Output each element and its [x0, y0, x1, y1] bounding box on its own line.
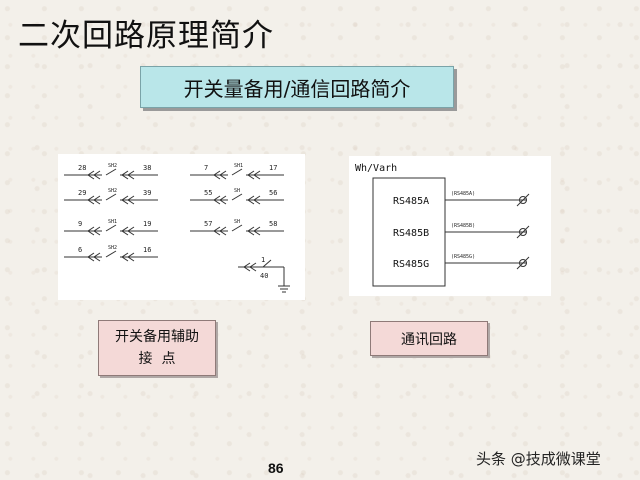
meter-header: Wh/Varh — [355, 163, 397, 174]
page-number: 86 — [268, 460, 284, 476]
contact-2-left-label: 29 — [78, 189, 86, 197]
page-title: 二次回路原理简介 — [18, 18, 274, 54]
contact-5-left-label: 7 — [204, 164, 208, 172]
port-b-terminal — [519, 228, 527, 236]
aux-caption-line1: 开关备用辅助 — [115, 329, 199, 345]
contact-4-right-label: 16 — [143, 246, 151, 254]
comm-loop-svg: Wh/Varh RS485A RS485B RS485G (RS485A) (R… — [355, 163, 530, 287]
port-g-terminal — [519, 259, 527, 267]
port-g-label: RS485G — [393, 259, 429, 270]
comm-caption-text: 通讯回路 — [401, 331, 457, 348]
port-a-tag: (RS485A) — [451, 191, 475, 197]
contact-row-5 — [190, 168, 284, 180]
contact-1-right-label: 38 — [143, 164, 151, 172]
contact-2-right-label: 39 — [143, 189, 151, 197]
contact-7-tag: SH — [234, 219, 240, 225]
aux-caption-line2: 接 点 — [138, 351, 176, 367]
contact-3-left-label: 9 — [78, 220, 82, 228]
contact-row-4 — [64, 250, 158, 262]
contact-5-right-label: 17 — [269, 164, 277, 172]
ground-bottom-label: 40 — [260, 272, 268, 280]
aux-contacts-svg: 28 SH2 38 29 SH2 39 9 SH1 19 6 SH2 16 7 … — [64, 163, 290, 293]
subtitle-text: 开关量备用/通信回路简介 — [183, 76, 411, 101]
contact-6-tag: SH — [234, 188, 240, 194]
contact-7-left-label: 57 — [204, 220, 212, 228]
contact-4-tag: SH2 — [108, 245, 117, 251]
comm-loop-caption: 通讯回路 — [370, 321, 488, 356]
aux-contacts-diagram: 28 SH2 38 29 SH2 39 9 SH1 19 6 SH2 16 7 … — [58, 154, 305, 300]
contact-row-3 — [64, 224, 158, 236]
contact-5-tag: SH1 — [234, 163, 243, 169]
contact-1-left-label: 28 — [78, 164, 86, 172]
port-b-tag: (RS485B) — [451, 223, 475, 229]
contact-2-tag: SH2 — [108, 188, 117, 194]
contact-4-left-label: 6 — [78, 246, 82, 254]
port-g-tag: (RS485G) — [451, 254, 475, 260]
subtitle-box: 开关量备用/通信回路简介 — [140, 66, 454, 108]
contact-7-right-label: 58 — [269, 220, 277, 228]
contact-6-right-label: 56 — [269, 189, 277, 197]
comm-loop-diagram: Wh/Varh RS485A RS485B RS485G (RS485A) (R… — [349, 156, 551, 296]
ground-contact — [238, 259, 290, 293]
contact-3-tag: SH1 — [108, 219, 117, 225]
contact-row-6 — [190, 193, 284, 205]
ground-top-label: 1 — [261, 256, 265, 264]
port-a-terminal — [519, 196, 527, 204]
watermark: 头条 @技成微课堂 — [476, 450, 601, 468]
contact-row-2 — [64, 193, 158, 205]
port-a-label: RS485A — [393, 196, 429, 207]
aux-contacts-caption: 开关备用辅助 接 点 — [98, 320, 216, 376]
port-b-label: RS485B — [393, 228, 429, 239]
contact-row-1 — [64, 168, 158, 180]
contact-1-tag: SH2 — [108, 163, 117, 169]
contact-3-right-label: 19 — [143, 220, 151, 228]
contact-row-7 — [190, 224, 284, 236]
contact-6-left-label: 55 — [204, 189, 212, 197]
